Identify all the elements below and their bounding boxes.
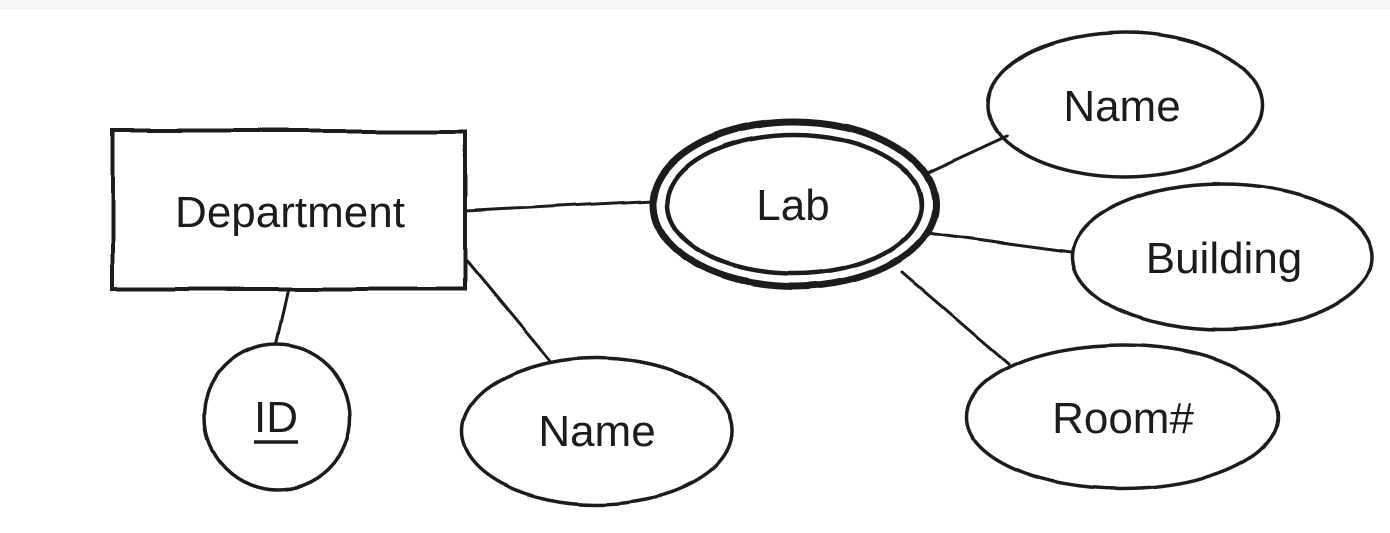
attribute-ellipse-building: [1070, 182, 1374, 332]
attribute-ellipse-id: [202, 342, 352, 492]
lab-outer-ellipse: [649, 118, 939, 290]
id-label: ID: [254, 393, 298, 442]
connector-department-id: [274, 288, 290, 346]
department-label: Department: [175, 188, 405, 237]
attribute-ellipse-room: [964, 343, 1280, 491]
top-bar: [0, 0, 1390, 9]
lab-name-label: Name: [1063, 82, 1180, 131]
lab-label: Lab: [756, 181, 829, 230]
connector-lab-room: [900, 270, 1011, 366]
connector-lab-building: [928, 231, 1073, 254]
connector-lab-name: [927, 134, 1009, 174]
attribute-ellipse-lab-name: [986, 31, 1264, 179]
building-label: Building: [1146, 234, 1303, 283]
department-name-label: Name: [538, 407, 655, 456]
connector-department-name: [465, 259, 553, 364]
node-lab: [649, 118, 939, 290]
label-layer: Department Lab ID Name Name Building Roo…: [175, 82, 1302, 456]
shape-layer: [111, 31, 1374, 506]
room-label: Room#: [1052, 394, 1194, 443]
lab-inner-ellipse: [664, 132, 924, 276]
connector-department-lab: [463, 199, 655, 213]
attribute-ellipse-department-name: [460, 356, 734, 506]
department-entity-box: [111, 129, 467, 291]
